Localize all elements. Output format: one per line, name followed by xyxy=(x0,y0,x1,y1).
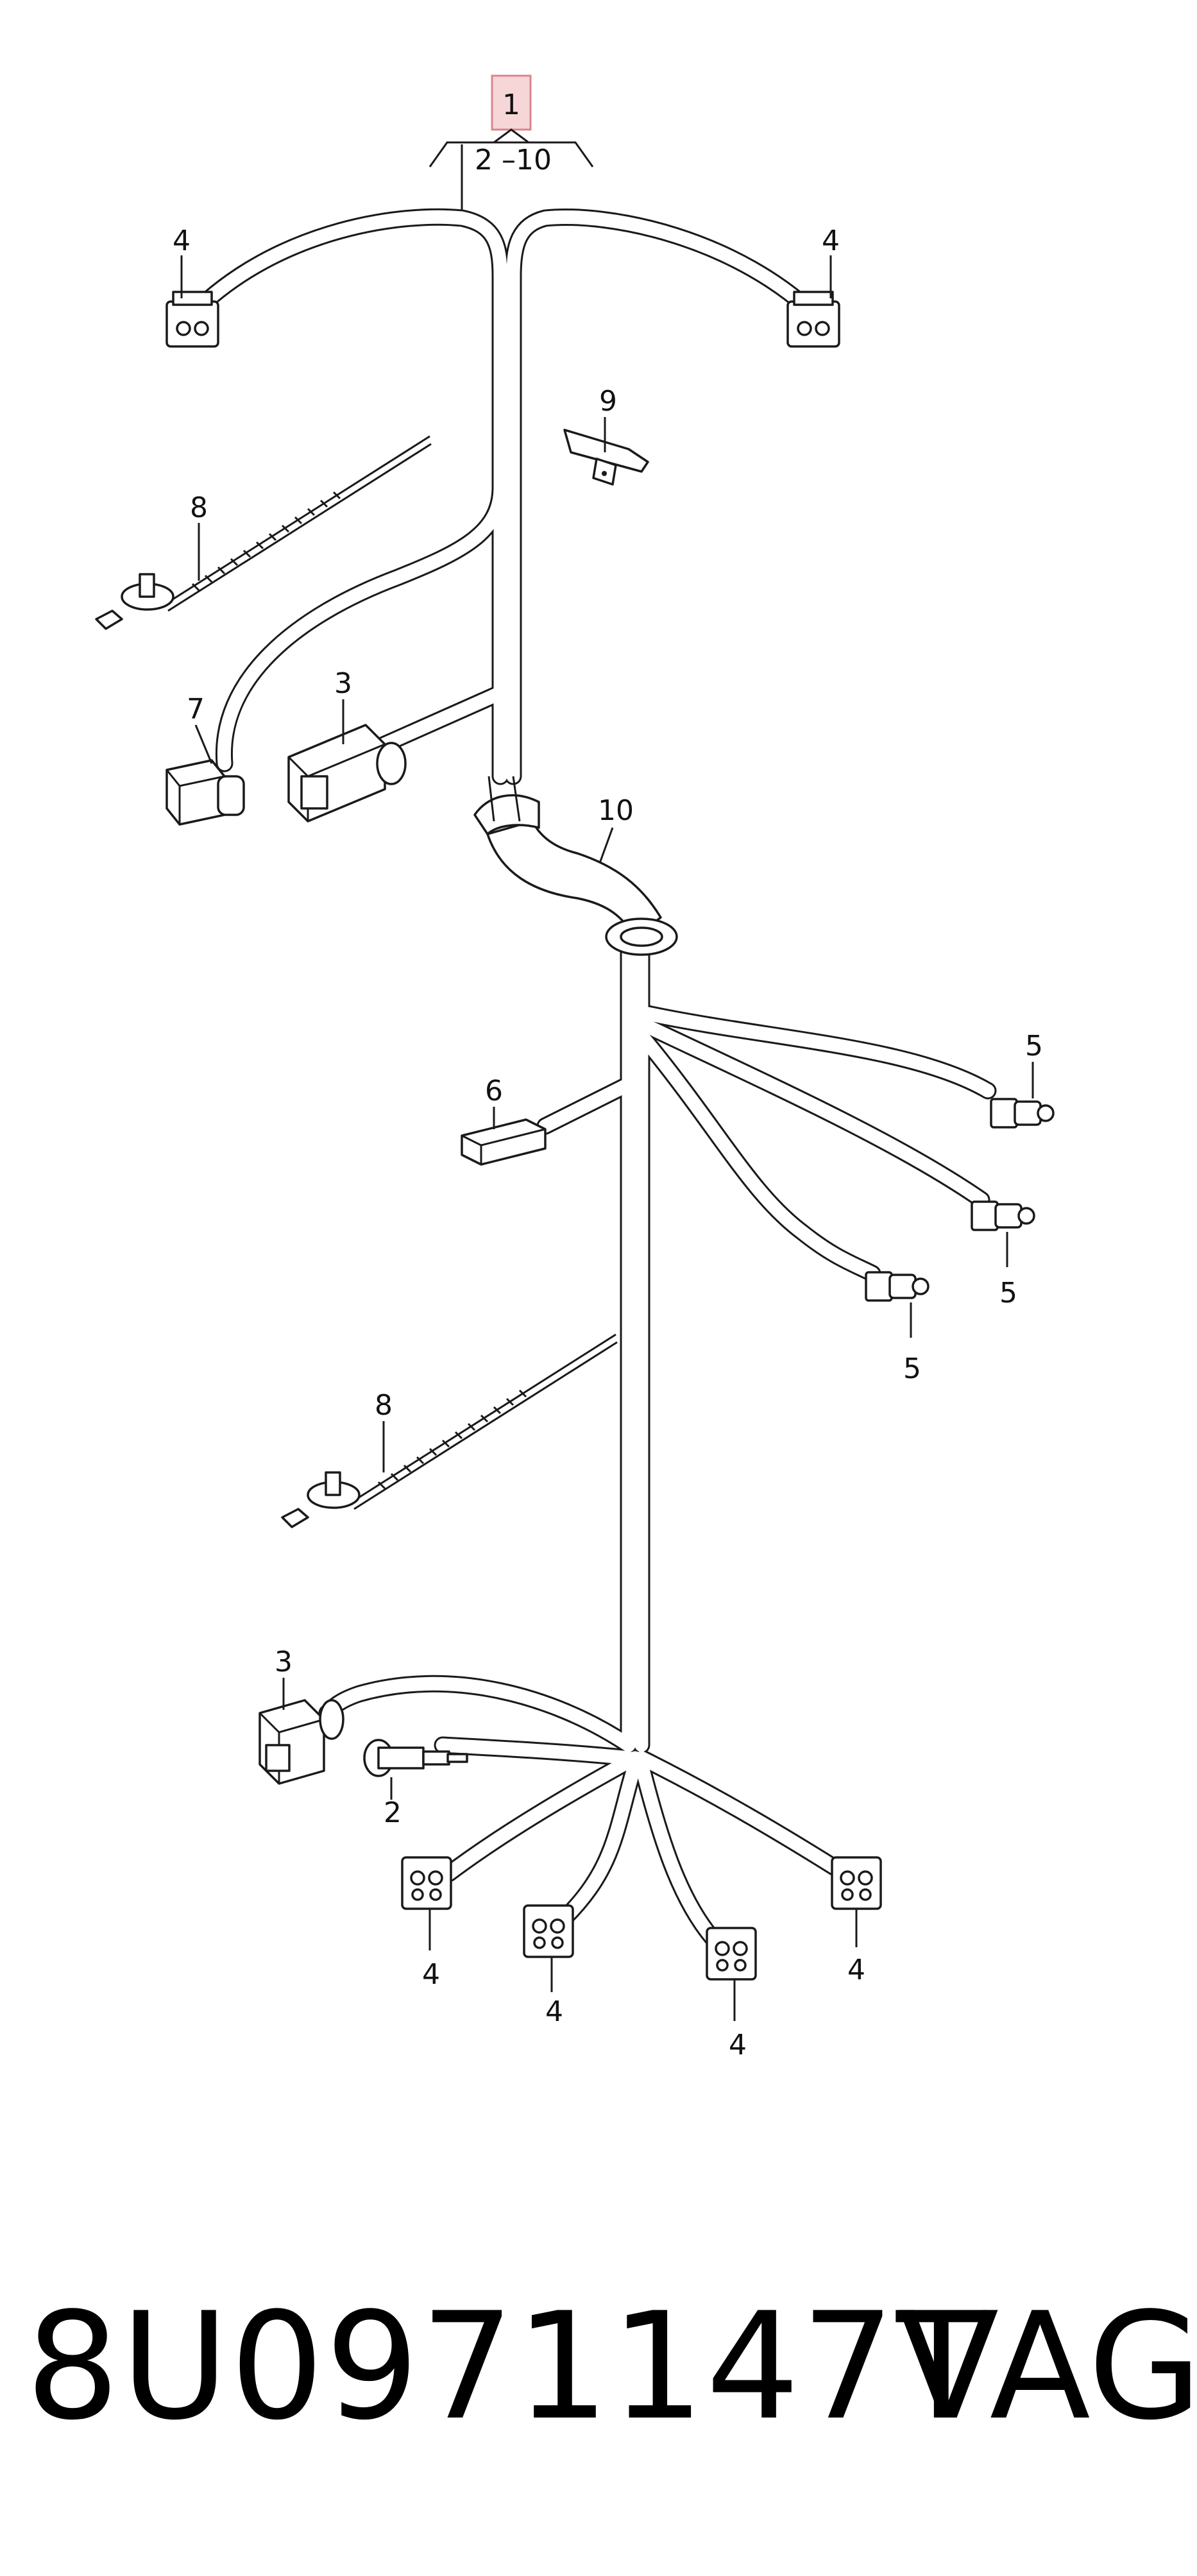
connector-4-bottom-1[interactable] xyxy=(401,1856,452,1910)
callout-label[interactable]: 4 xyxy=(545,1995,563,2028)
part-number: 8U0971147T xyxy=(26,2282,988,2453)
connector-7[interactable] xyxy=(166,759,245,826)
part-9-clip[interactable] xyxy=(563,429,649,486)
callout-label[interactable]: 3 xyxy=(334,667,352,700)
callout-label[interactable]: 9 xyxy=(599,385,617,418)
callout-label[interactable]: 4 xyxy=(822,225,840,257)
connector-4-top-left[interactable] xyxy=(166,291,219,348)
main-callout-label[interactable]: 1 xyxy=(502,89,520,121)
callout-label[interactable]: 4 xyxy=(422,1958,440,1991)
range-label: 2 –10 xyxy=(475,144,552,176)
connector-3-lower[interactable] xyxy=(259,1699,344,1785)
connector-4-top-right[interactable] xyxy=(786,291,840,348)
callout-label[interactable]: 4 xyxy=(729,2029,747,2061)
callout-label[interactable]: 8 xyxy=(190,491,208,524)
callout-label[interactable]: 5 xyxy=(903,1352,921,1385)
callout-label[interactable]: 8 xyxy=(375,1389,393,1422)
callout-label[interactable]: 2 xyxy=(384,1796,402,1829)
part-8-cable-tie-lower[interactable] xyxy=(281,1333,618,1528)
connector-4-bottom-4[interactable] xyxy=(831,1856,882,1910)
harness-wires xyxy=(177,208,997,1947)
callout-label[interactable]: 4 xyxy=(847,1954,865,1986)
connector-4-bottom-3[interactable] xyxy=(706,1927,757,1981)
callout-label[interactable]: 10 xyxy=(598,794,634,827)
leader-lines xyxy=(180,255,1034,2021)
callout-label[interactable]: 5 xyxy=(999,1277,1017,1309)
connector-5-middle[interactable] xyxy=(971,1200,1035,1231)
callout-label[interactable]: 6 xyxy=(485,1075,503,1107)
connector-3-upper[interactable] xyxy=(287,724,407,823)
connector-5-lower[interactable] xyxy=(865,1271,930,1302)
brand-label: VAG xyxy=(898,2282,1197,2453)
grommet-sleeve[interactable] xyxy=(473,776,678,956)
callout-label[interactable]: 7 xyxy=(187,693,205,726)
callout-label[interactable]: 4 xyxy=(173,225,191,257)
part-2-pin[interactable] xyxy=(363,1739,468,1777)
footer: 8U0971147T VAG xyxy=(0,2284,1197,2451)
callout-label[interactable]: 3 xyxy=(275,1646,293,1678)
connector-4-bottom-2[interactable] xyxy=(523,1904,574,1958)
connector-5-upper[interactable] xyxy=(990,1098,1055,1129)
callout-labels: 4 4 9 8 7 3 10 5 6 5 5 8 3 2 4 4 4 4 xyxy=(173,225,1043,2061)
range-bracket xyxy=(429,128,594,167)
connector-6[interactable] xyxy=(461,1118,547,1166)
part-8-cable-tie-upper[interactable] xyxy=(95,435,432,630)
callout-label[interactable]: 5 xyxy=(1025,1030,1043,1062)
